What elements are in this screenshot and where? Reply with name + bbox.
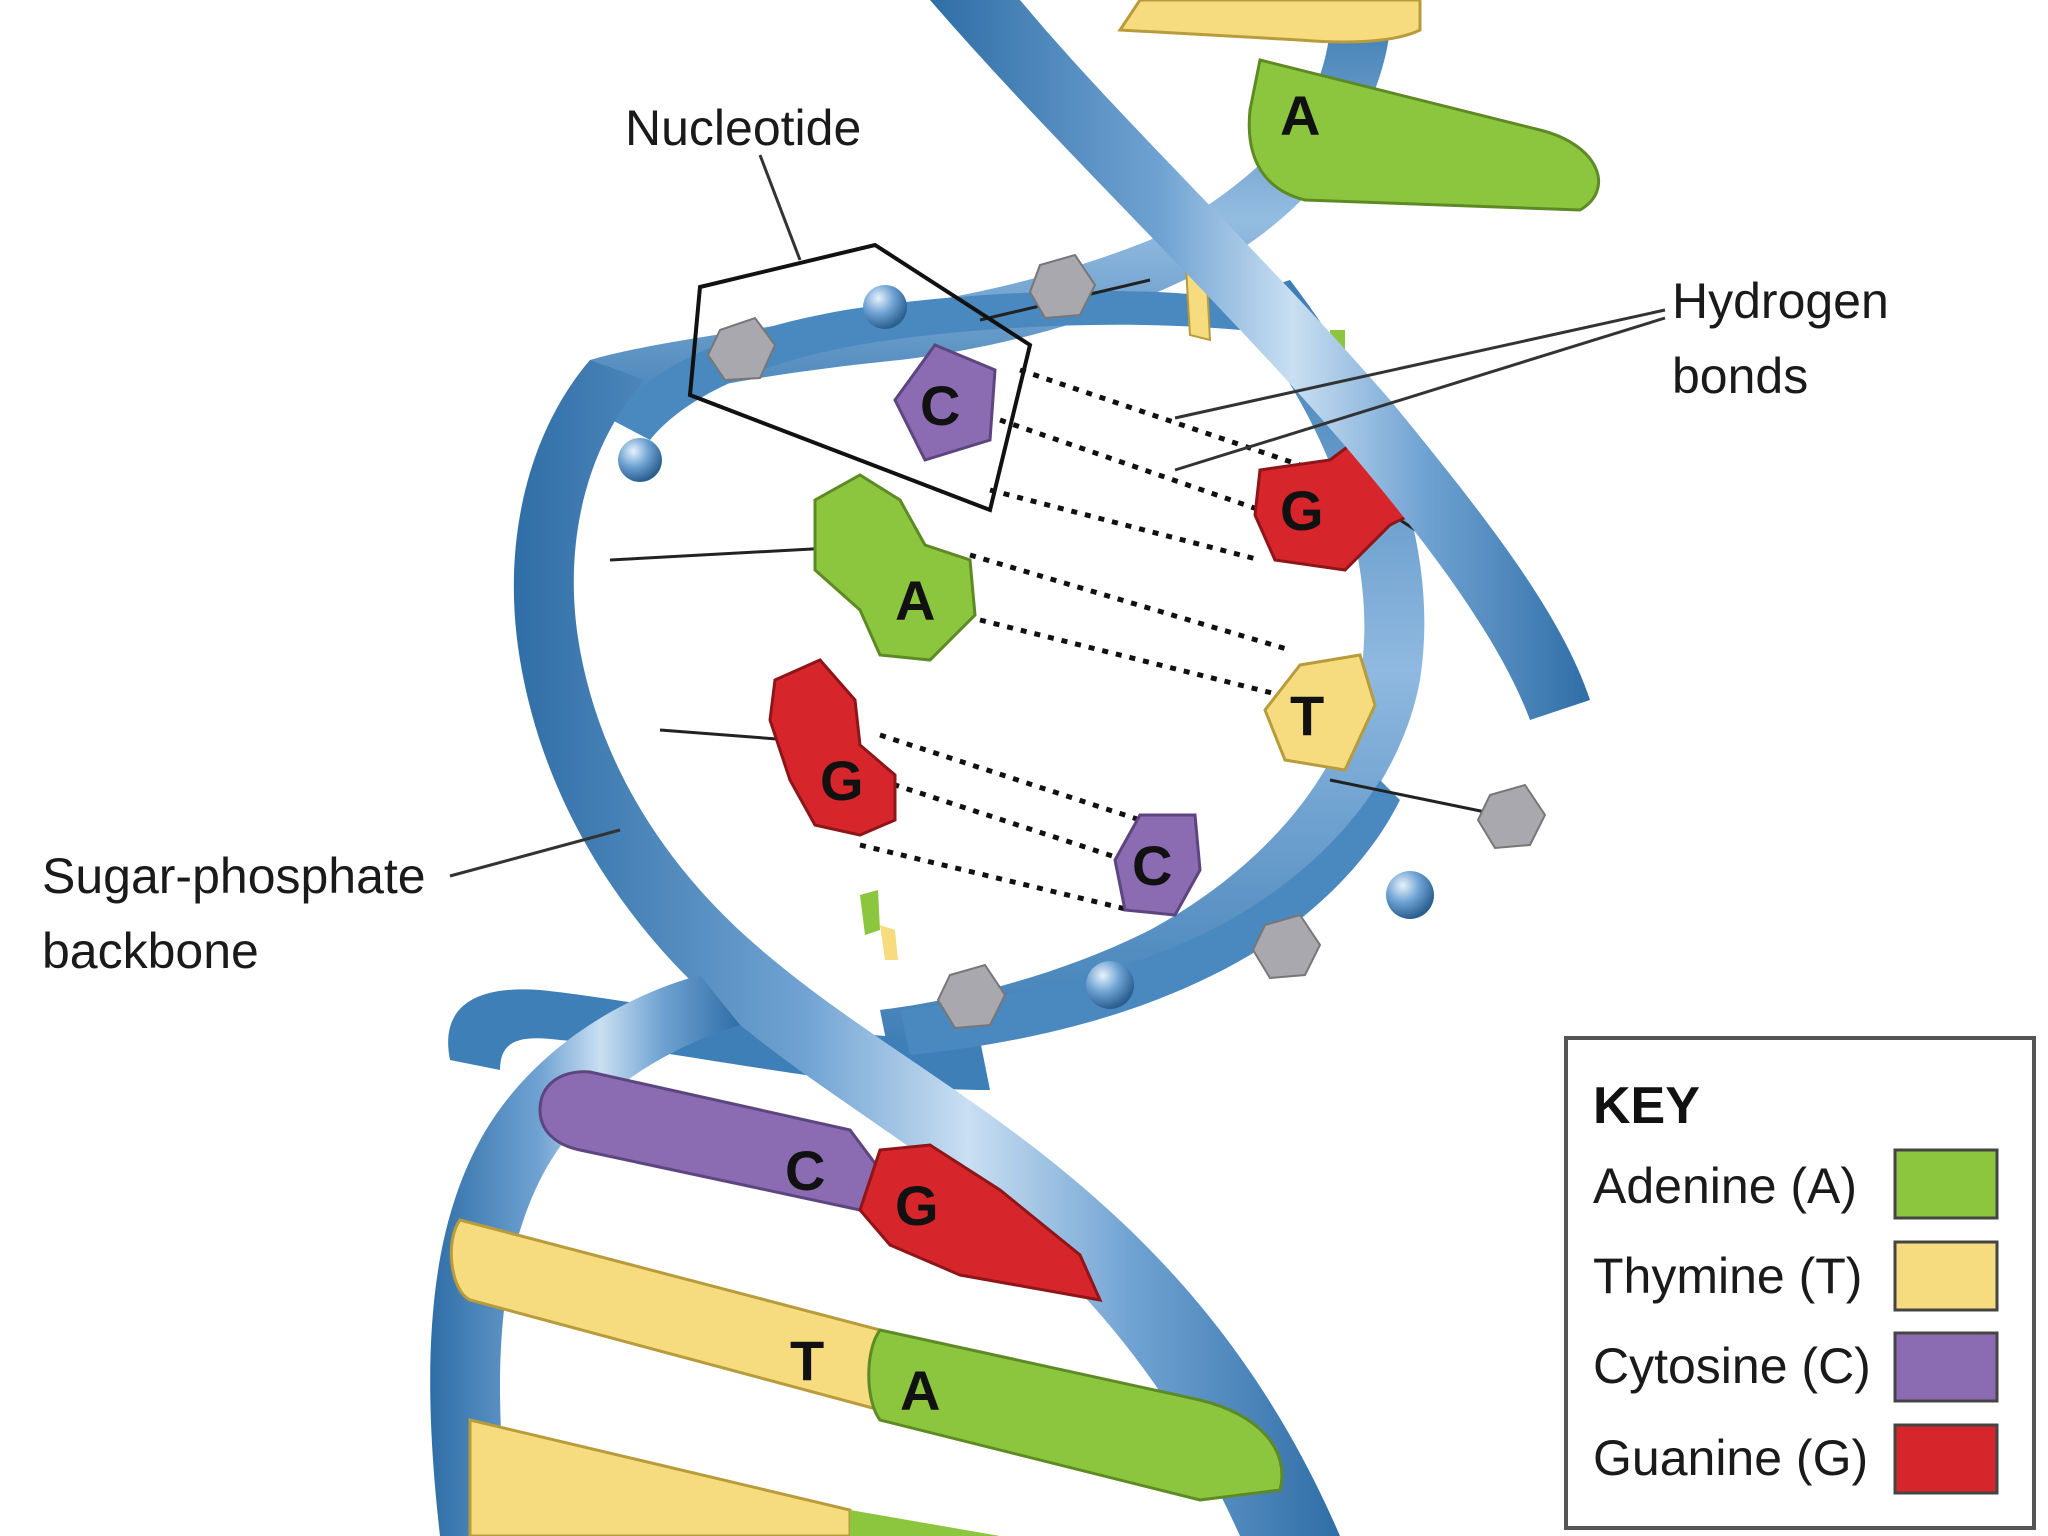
sugar-phosphate-units-lower: [860, 783, 1547, 1030]
key-item-cytosine-label: Cytosine (C): [1593, 1338, 1871, 1394]
base-label: C: [920, 374, 960, 437]
base-label: G: [1280, 479, 1324, 542]
sugar-icon: [1476, 783, 1547, 850]
label-hydrogen-bonds: Hydrogen bonds: [1174, 273, 1889, 472]
hydrogen-bonds-label-line1: Hydrogen: [1672, 273, 1889, 329]
base-label: G: [820, 749, 864, 812]
base-cytosine-1: C: [893, 343, 997, 462]
key-swatch-adenine: [1893, 1148, 1999, 1220]
base-thymine-2: T: [1263, 653, 1377, 772]
phosphate-icon: [1386, 871, 1434, 919]
base-label: T: [1290, 684, 1324, 747]
hydrogen-bonds-label-line2: bonds: [1672, 348, 1808, 404]
key-swatch-cytosine: [1893, 1331, 1999, 1403]
key-item-adenine-label: Adenine (A): [1593, 1158, 1857, 1214]
backbone-front-strand: [430, 0, 1590, 1536]
base-pair-ta-lower: T A: [449, 1218, 1284, 1502]
base-pair-top: A: [1117, 0, 1600, 212]
base-adenine-2: A: [813, 473, 977, 662]
base-pair-cg-lower: C G: [538, 1070, 1103, 1302]
sugar-icon: [1251, 913, 1322, 980]
sugar-icon: [936, 963, 1007, 1030]
label-backbone: Sugar-phosphate backbone: [42, 828, 621, 979]
base-pair-ta-bottom: [468, 1418, 1000, 1536]
base-label: C: [1132, 834, 1172, 897]
base-cytosine-3: C: [1113, 813, 1202, 917]
key-swatch-guanine: [1893, 1423, 1999, 1495]
base-label: C: [785, 1139, 825, 1202]
sugar-icon: [1028, 253, 1097, 320]
phosphate-icon: [1086, 961, 1134, 1009]
key-item-guanine-label: Guanine (G): [1593, 1430, 1868, 1486]
nucleotide-label: Nucleotide: [625, 100, 861, 156]
backbone-label-line1: Sugar-phosphate: [42, 848, 426, 904]
label-nucleotide: Nucleotide: [625, 100, 861, 156]
base-label: A: [895, 569, 935, 632]
base-label: A: [1280, 84, 1320, 147]
base-guanine-3: G: [768, 658, 897, 837]
key-item-thymine-label: Thymine (T): [1593, 1248, 1862, 1304]
phosphate-icon: [863, 285, 907, 329]
phosphate-icon: [618, 438, 662, 482]
sugar-icon: [706, 316, 777, 382]
key-legend: KEY Adenine (A) Thymine (T) Cytosine (C)…: [1564, 1036, 2036, 1530]
backbone-label-line2: backbone: [42, 923, 259, 979]
base-label: G: [895, 1174, 939, 1237]
base-label: A: [900, 1359, 940, 1422]
hydrogen-bonds: [859, 367, 1301, 913]
nucleotide-box: [687, 154, 1033, 513]
key-title: KEY: [1593, 1077, 1700, 1135]
base-label: T: [790, 1329, 824, 1392]
key-swatch-thymine: [1893, 1240, 1999, 1312]
